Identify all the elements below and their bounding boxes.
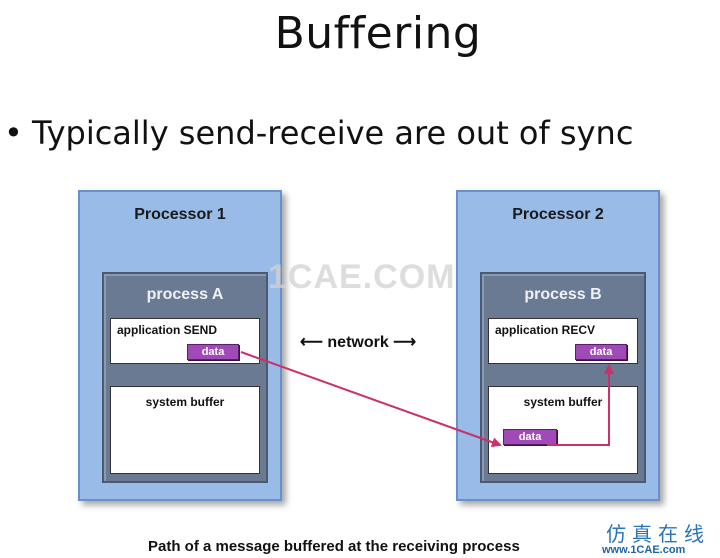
network-text: network — [327, 334, 389, 351]
processor-2-label: Processor 2 — [512, 206, 604, 223]
site-url: www.1CAE.com — [600, 544, 688, 556]
watermark-text: 1CAE.COM — [268, 258, 456, 296]
application-recv-box: application RECV data — [488, 318, 638, 364]
figure-caption: Path of a message buffered at the receiv… — [148, 538, 520, 555]
send-data-chip: data — [187, 344, 239, 360]
bullet-item: •Typically send-receive are out of sync — [4, 114, 633, 152]
system-buffer-b-label: system buffer — [523, 395, 603, 409]
recv-data-chip: data — [575, 344, 627, 360]
processor-1-box: Processor 1 process A application SEND d… — [78, 190, 282, 501]
process-a-label: process A — [146, 286, 224, 303]
network-label: ⟵ network ⟶ — [300, 332, 416, 352]
buffer-data-chip: data — [503, 429, 557, 445]
path-send-to-buffer — [240, 351, 502, 448]
processor-2-box: Processor 2 process B application RECV d… — [456, 190, 660, 501]
processor-1-label: Processor 1 — [134, 206, 226, 223]
path-buffer-to-recv — [547, 364, 614, 446]
process-b-box: process B application RECV data system b… — [480, 272, 646, 483]
bullet-dot-icon: • — [4, 114, 23, 152]
left-arrow-icon: ⟵ — [300, 334, 328, 351]
application-send-label: application SEND — [117, 323, 218, 337]
bullet-text: Typically send-receive are out of sync — [32, 114, 634, 152]
site-logo: 仿真在线 — [606, 522, 710, 546]
system-buffer-b-box: system buffer data — [488, 386, 638, 474]
system-buffer-a-box: system buffer — [110, 386, 260, 474]
system-buffer-a-label: system buffer — [145, 395, 225, 409]
process-a-box: process A application SEND data system b… — [102, 272, 268, 483]
application-recv-label: application RECV — [495, 323, 596, 337]
right-arrow-icon: ⟶ — [388, 334, 417, 351]
application-send-box: application SEND data — [110, 318, 260, 364]
slide-title: Buffering — [274, 8, 482, 59]
process-b-label: process B — [524, 286, 602, 303]
